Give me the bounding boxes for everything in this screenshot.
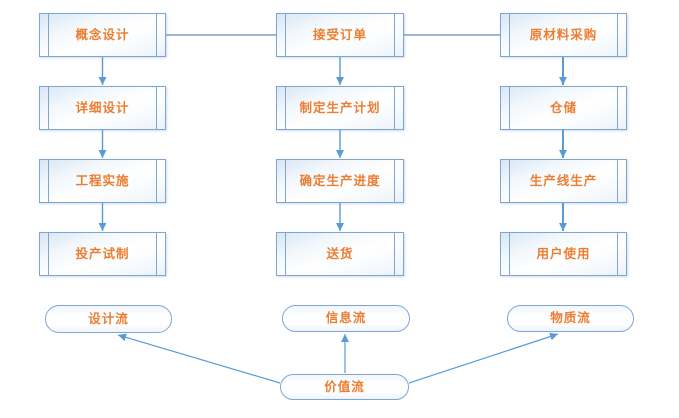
node-determine-production-schedule: 确定生产进度 [276,159,404,203]
node-detailed-design: 详细设计 [39,86,166,130]
node-label: 详细设计 [75,99,130,115]
node-label: 投产试制 [75,245,130,261]
node-concept-design: 概念设计 [39,13,166,57]
connector-value-to-material-flow [408,332,559,384]
node-trial-production: 投产试制 [39,232,166,276]
node-label: 送货 [326,245,354,261]
node-label: 仓储 [549,99,577,115]
node-label: 原材料采购 [529,26,598,42]
node-make-production-plan: 制定生产计划 [276,86,404,130]
node-label: 制定生产计划 [299,99,381,115]
node-label: 确定生产进度 [299,172,381,188]
node-engineering-implementation: 工程实施 [39,159,166,203]
node-delivery: 送货 [276,232,404,276]
flow-design: 设计流 [45,305,172,333]
flow-label: 设计流 [88,310,129,326]
node-label: 工程实施 [75,172,130,188]
node-label: 接受订单 [312,26,367,42]
node-user-usage: 用户使用 [500,232,627,276]
flow-label: 信息流 [325,310,367,326]
node-production-line-production: 生产线生产 [500,159,627,203]
node-accept-order: 接受订单 [276,13,404,57]
flow-information: 信息流 [282,305,410,332]
node-warehousing: 仓储 [500,86,627,130]
flow-value: 价值流 [280,374,409,400]
node-raw-material-purchase: 原材料采购 [500,13,627,57]
flow-label: 物质流 [550,310,591,326]
flow-material: 物质流 [507,305,634,332]
node-label: 概念设计 [75,26,130,42]
node-label: 用户使用 [536,245,591,261]
connector-value-to-design-flow [117,333,281,384]
flow-label: 价值流 [324,378,365,394]
node-label: 生产线生产 [529,172,598,188]
